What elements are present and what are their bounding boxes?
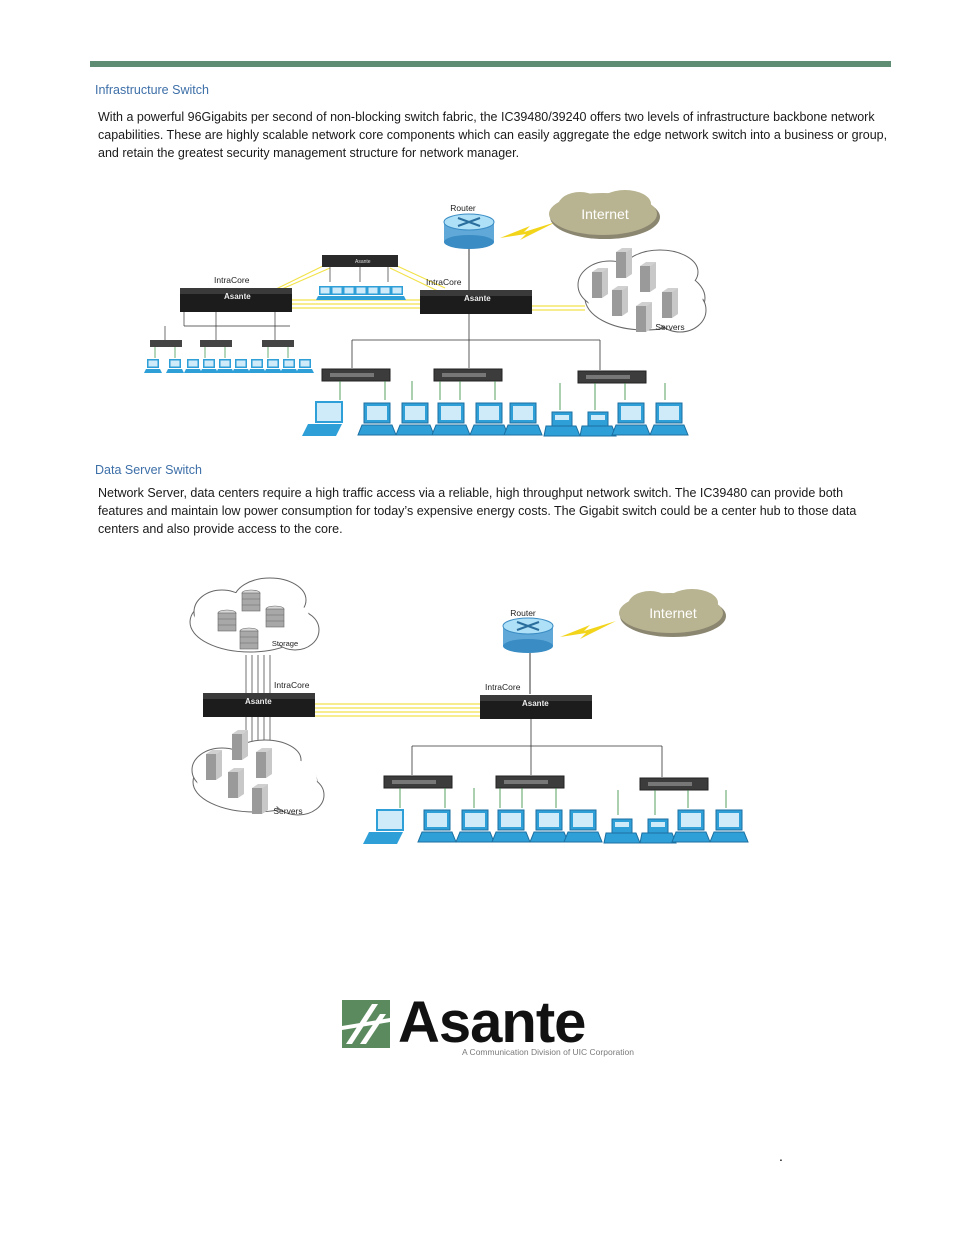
- svg-text:Asante: Asante: [464, 294, 491, 303]
- core-left-label-2: IntraCore: [274, 680, 310, 690]
- storage-label: Storage: [272, 639, 298, 648]
- svg-text:Asante: Asante: [522, 699, 549, 708]
- core-right-label: IntraCore: [426, 277, 462, 287]
- asante-logo-mark-icon: [342, 1000, 390, 1048]
- core-switch-left-2: Asante: [203, 693, 315, 717]
- router-icon-2: [502, 617, 554, 653]
- svg-text:Asante: Asante: [355, 259, 371, 265]
- footer-mark: .: [779, 1148, 783, 1164]
- asante-logo: Asante A Communication Division of UIC C…: [340, 990, 634, 1065]
- internet-label: Internet: [581, 206, 629, 222]
- section-body-infrastructure: With a powerful 96Gigabits per second of…: [98, 110, 888, 160]
- router-icon: [443, 213, 495, 249]
- router-label-2: Router: [510, 608, 536, 618]
- internet-label-2: Internet: [649, 605, 697, 621]
- servers-label: Servers: [655, 322, 684, 332]
- laptop-icon-2: [363, 809, 404, 844]
- core-right-label-2: IntraCore: [485, 682, 521, 692]
- router-label: Router: [450, 203, 476, 213]
- data-server-network-diagram: Storage Servers Internet Router: [189, 577, 749, 844]
- servers-label-2: Servers: [273, 806, 302, 816]
- laptop-icon: [302, 401, 343, 436]
- svg-text:Asante: Asante: [245, 697, 272, 706]
- svg-text:Asante: Asante: [224, 292, 251, 301]
- asante-logo-tagline: A Communication Division of UIC Corporat…: [462, 1047, 634, 1057]
- section-heading-infrastructure: Infrastructure Switch: [95, 83, 209, 97]
- section-heading-data-server: Data Server Switch: [95, 463, 202, 477]
- top-accent-bar: [90, 61, 891, 67]
- core-switch-right-2: Asante: [480, 695, 592, 719]
- infrastructure-network-diagram: Internet Router Servers Asante IntraCore: [144, 190, 707, 437]
- core-left-label: IntraCore: [214, 275, 250, 285]
- asante-logo-word: Asante: [398, 990, 586, 1055]
- section-body-data-server: Network Server, data centers require a h…: [98, 486, 857, 536]
- small-core-switch: Asante: [322, 255, 398, 267]
- core-switch-left: Asante: [180, 288, 292, 312]
- core-switch-right: Asante: [420, 290, 532, 314]
